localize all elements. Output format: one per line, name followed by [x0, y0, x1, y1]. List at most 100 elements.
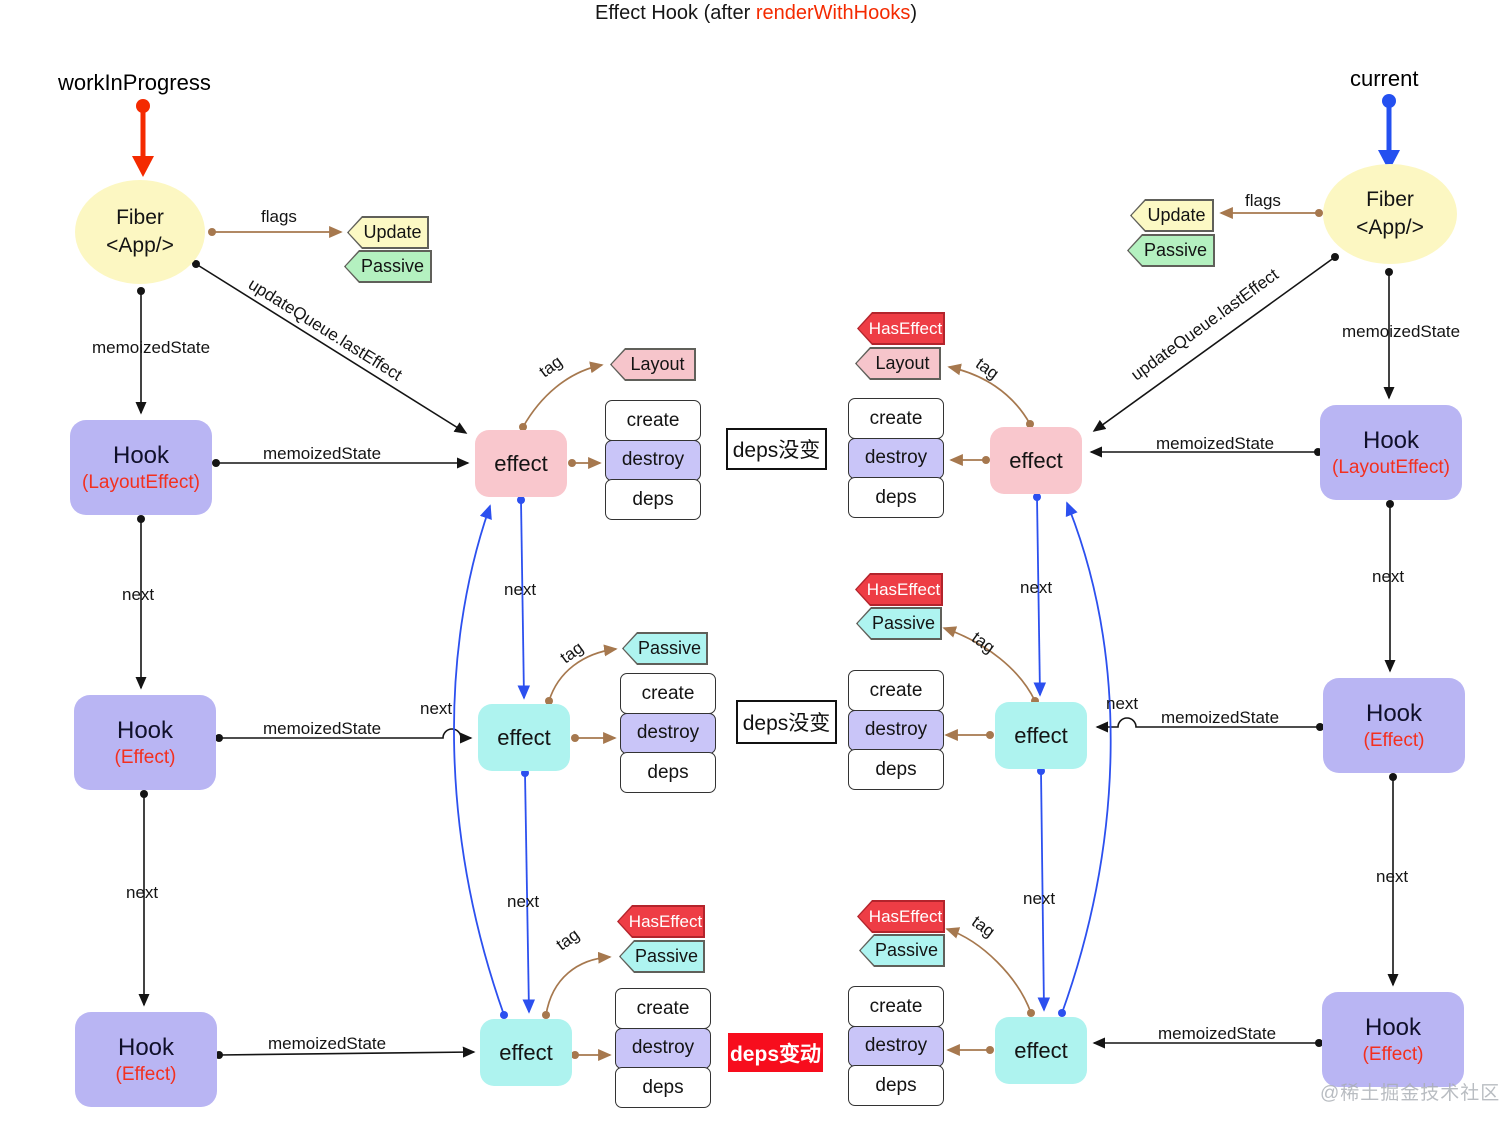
effect-fields-wip-1: create destroy deps	[605, 400, 701, 521]
tag-label: HasEffect	[858, 313, 944, 344]
tag-passive-wip-3: Passive	[619, 940, 705, 973]
tag-label: Layout	[611, 349, 695, 380]
tag-label: Update	[348, 217, 428, 248]
destroy-field: destroy	[620, 712, 716, 754]
hook-node-effect2-current: Hook (Effect)	[1322, 992, 1464, 1087]
create-field: create	[848, 986, 944, 1028]
edge-label-next: next	[1376, 867, 1409, 886]
flag-tag-passive-current: Passive	[1127, 234, 1215, 267]
destroy-field: destroy	[848, 1025, 944, 1067]
effect-fields-current-3: create destroy deps	[848, 986, 944, 1107]
hook-subtitle: (Effect)	[1363, 729, 1425, 751]
tag-label: HasEffect	[618, 906, 704, 937]
edge-label-memoizedstate: memoizedState	[263, 719, 382, 738]
deps-field: deps	[605, 479, 701, 521]
effect-node-current-2: effect	[995, 702, 1087, 769]
fiber-node-current: Fiber <App/>	[1323, 164, 1457, 264]
hook-title: Hook	[112, 441, 170, 469]
create-field: create	[615, 988, 711, 1030]
destroy-field: destroy	[605, 439, 701, 481]
watermark: @稀土掘金技术社区	[1320, 1083, 1501, 1104]
tag-label: Update	[1131, 200, 1213, 231]
tag-passive-current-2: Passive	[856, 607, 942, 640]
effect-fields-current-1: create destroy deps	[848, 398, 944, 519]
edge-label-memoizedstate: memoizedState	[268, 1034, 387, 1053]
edge-label-memoizedstate: memoizedState	[1342, 322, 1461, 341]
effect-fields-wip-2: create destroy deps	[620, 673, 716, 794]
note-deps-unchanged-2: deps没变	[736, 700, 837, 744]
tag-label: Passive	[345, 251, 431, 282]
flag-tag-passive-wip: Passive	[344, 250, 432, 283]
hook-title: Hook	[1364, 1013, 1422, 1041]
edge-label-next: next	[420, 699, 453, 718]
tag-label: HasEffect	[856, 574, 942, 605]
hook-subtitle: (LayoutEffect)	[1332, 456, 1450, 478]
effect-node-current-3: effect	[995, 1017, 1087, 1084]
tag-label: Passive	[860, 935, 944, 966]
edge-label-next: next	[507, 892, 540, 911]
tag-haseffect-current-3: HasEffect	[857, 900, 945, 933]
create-field: create	[620, 673, 716, 715]
tag-layout-wip-1: Layout	[610, 348, 696, 381]
fiber-node-wip: Fiber <App/>	[75, 180, 205, 284]
hook-title: Hook	[116, 716, 174, 744]
fiber-component: <App/>	[1356, 216, 1424, 239]
effect-node-wip-1: effect	[475, 430, 567, 497]
deps-field: deps	[848, 477, 944, 519]
deps-field: deps	[620, 752, 716, 794]
edge-label-memoizedstate: memoizedState	[1161, 708, 1280, 727]
effect-node-wip-2: effect	[478, 704, 570, 771]
edge-label-memoizedstate: memoizedState	[1156, 434, 1275, 453]
title-prefix: Effect Hook (after	[595, 2, 756, 24]
tag-label: Layout	[856, 348, 940, 379]
flag-tag-update-wip: Update	[347, 216, 429, 249]
destroy-field: destroy	[848, 437, 944, 479]
title-suffix: )	[910, 2, 917, 24]
fiber-name: Fiber	[116, 205, 164, 229]
flag-tag-update-current: Update	[1130, 199, 1214, 232]
edge-label-memoizedstate: memoizedState	[1158, 1024, 1277, 1043]
edge-label-next: next	[1020, 578, 1053, 597]
note-deps-unchanged-1: deps没变	[726, 428, 827, 470]
hook-node-effect2-wip: Hook (Effect)	[75, 1012, 217, 1107]
fiber-component: <App/>	[106, 234, 174, 257]
edge-label-next: next	[122, 585, 155, 604]
effect-node-current-1: effect	[990, 427, 1082, 494]
effect-node-wip-3: effect	[480, 1019, 572, 1086]
edge-label-flags-wip: flags	[261, 207, 297, 226]
deps-field: deps	[848, 749, 944, 791]
note-deps-changed: deps变动	[728, 1033, 823, 1072]
hook-node-layouteffect-current: Hook (LayoutEffect)	[1320, 405, 1462, 500]
hook-subtitle: (LayoutEffect)	[82, 471, 200, 493]
tag-passive-wip-2: Passive	[622, 632, 708, 665]
tag-label: Passive	[857, 608, 941, 639]
hook-node-layouteffect-wip: Hook (LayoutEffect)	[70, 420, 212, 515]
create-field: create	[848, 670, 944, 712]
edge-label-next: next	[126, 883, 159, 902]
current-pointer-label: current	[1350, 66, 1419, 91]
work-in-progress-pointer-label: workInProgress	[58, 70, 211, 95]
destroy-field: destroy	[848, 709, 944, 751]
tag-label: Passive	[1128, 235, 1214, 266]
hook-title: Hook	[1365, 699, 1423, 727]
tag-haseffect-current-2: HasEffect	[855, 573, 943, 606]
edge-label-memoizedstate: memoizedState	[92, 338, 211, 357]
deps-field: deps	[615, 1067, 711, 1109]
tag-label: Passive	[623, 633, 707, 664]
hook-node-effect1-wip: Hook (Effect)	[74, 695, 216, 790]
hook-subtitle: (Effect)	[114, 746, 176, 768]
tag-layout-current-1: Layout	[855, 347, 941, 380]
create-field: create	[605, 400, 701, 442]
fiber-name: Fiber	[1366, 187, 1414, 211]
effect-fields-current-2: create destroy deps	[848, 670, 944, 791]
hook-title: Hook	[117, 1033, 175, 1061]
title-highlight: renderWithHooks	[755, 2, 911, 24]
edge-label-flags-current: flags	[1245, 191, 1281, 210]
hook-subtitle: (Effect)	[115, 1063, 177, 1085]
tag-label: HasEffect	[858, 901, 944, 932]
edge-label-next: next	[1106, 694, 1139, 713]
tag-passive-current-3: Passive	[859, 934, 945, 967]
edge-label-next: next	[1372, 567, 1405, 586]
